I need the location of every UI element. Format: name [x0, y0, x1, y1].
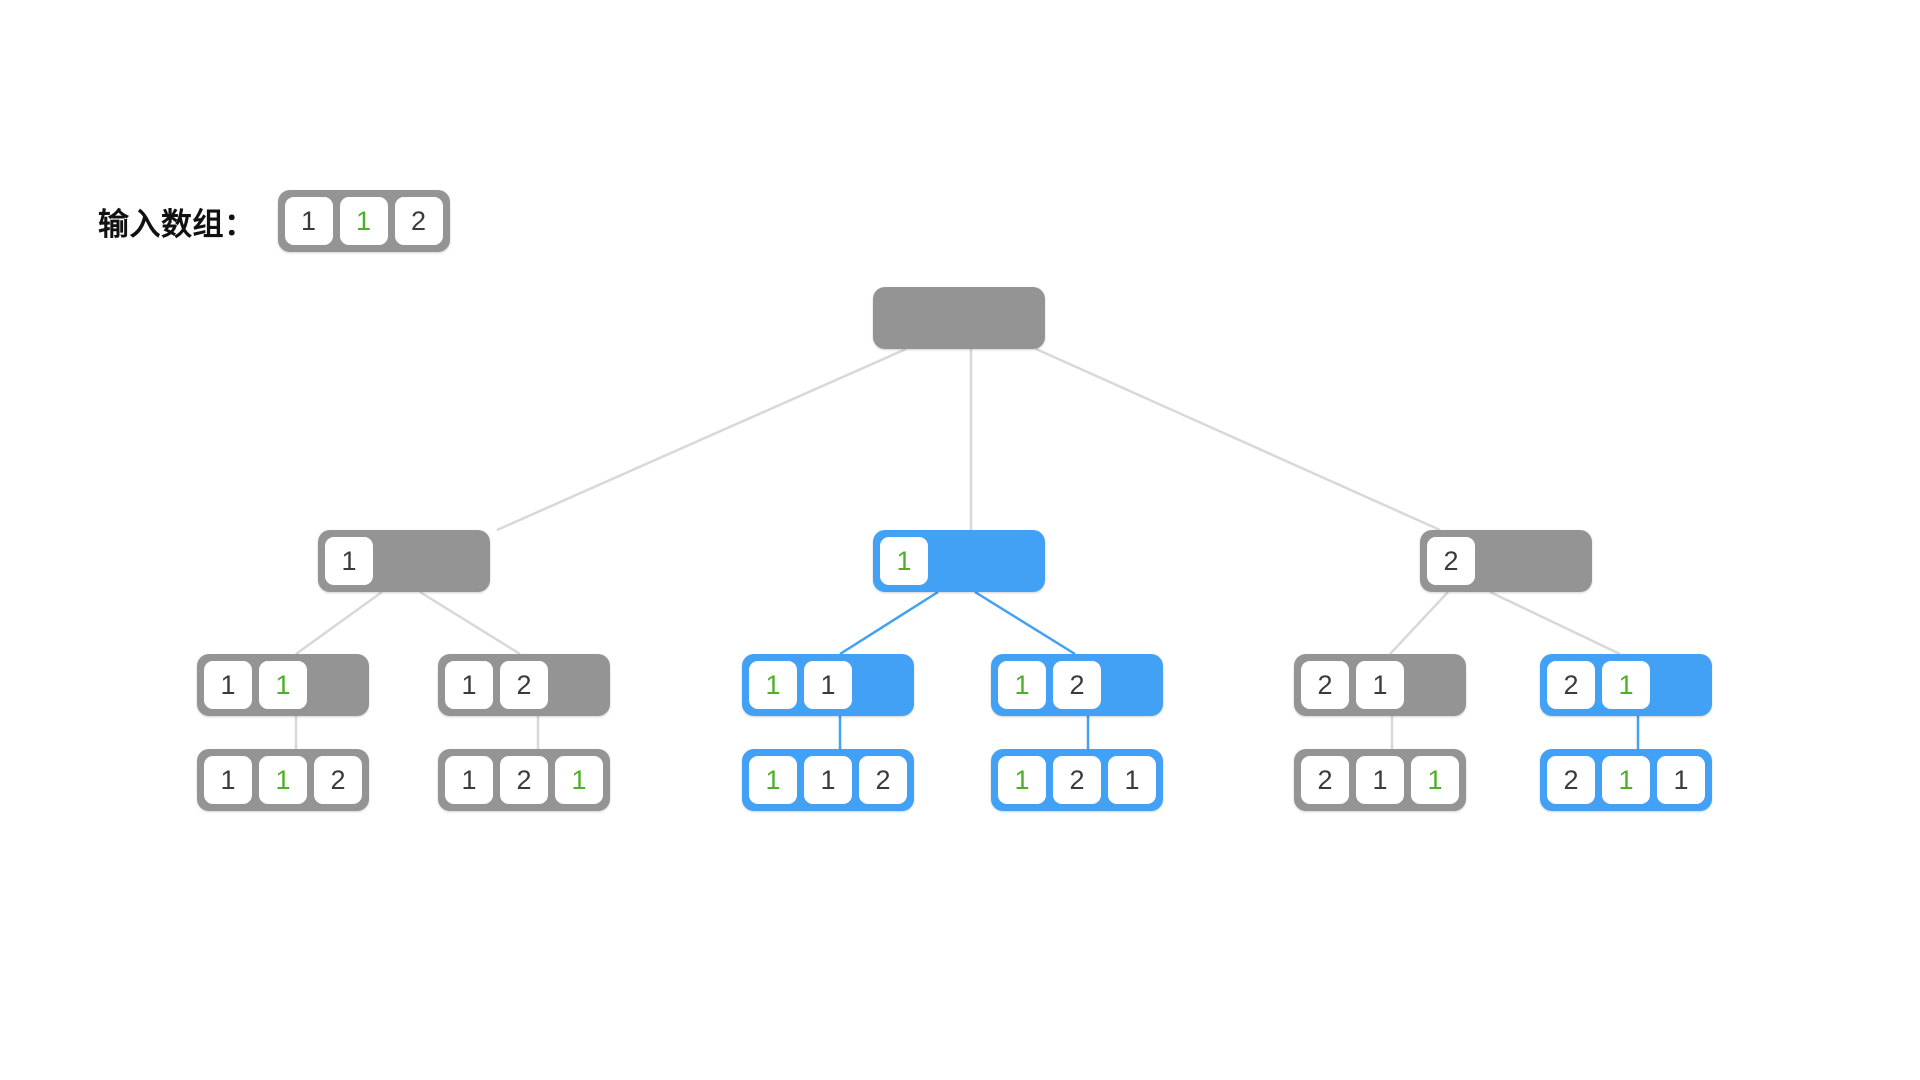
- node-level2-middle[interactable]: 1: [873, 530, 1045, 592]
- node-level2-left-pill: 1: [318, 530, 490, 592]
- array-cell: 2: [1547, 756, 1595, 804]
- array-cell: 2: [1547, 661, 1595, 709]
- array-cell-duplicate: 1: [1602, 661, 1650, 709]
- array-cell-duplicate: 1: [1602, 756, 1650, 804]
- array-cell: 1: [204, 661, 252, 709]
- array-cell-duplicate: 1: [998, 661, 1046, 709]
- array-cell: 1: [284, 197, 333, 245]
- array-cell: 1: [1108, 756, 1156, 804]
- link-level2-middle-to-level3-3: [839, 590, 939, 656]
- array-cell: 1: [204, 756, 252, 804]
- array-cell: 1: [804, 756, 852, 804]
- array-cell: 2: [1301, 661, 1349, 709]
- array-cell-duplicate: 1: [749, 661, 797, 709]
- array-cell: 1: [804, 661, 852, 709]
- array-cell-duplicate: 1: [339, 197, 388, 245]
- array-cell: 1: [325, 537, 373, 585]
- array-cell-duplicate: 1: [998, 756, 1046, 804]
- input-array-label: 输入数组：: [98, 206, 256, 242]
- node-level2-right[interactable]: 2: [1420, 530, 1592, 592]
- link-level2-right-to-level3-6: [1489, 590, 1621, 656]
- link-level2-right-to-level3-5: [1389, 591, 1449, 655]
- array-cell-duplicate: 1: [555, 756, 603, 804]
- array-cell: 2: [500, 661, 548, 709]
- link-level2-middle-to-level3-4: [974, 590, 1076, 656]
- link-level2-left-to-level3-1: [295, 590, 383, 656]
- array-cell-duplicate: 1: [259, 756, 307, 804]
- node-level2-right-pill: 2: [1420, 530, 1592, 592]
- link-root-to-level2-right: [1035, 347, 1441, 532]
- array-cell-duplicate: 1: [259, 661, 307, 709]
- array-cell-duplicate: 1: [880, 537, 928, 585]
- array-cell-duplicate: 1: [1411, 756, 1459, 804]
- node-level2-middle-pill: 1: [873, 530, 1045, 592]
- root-node-pill: [873, 287, 1045, 349]
- array-cell: 2: [500, 756, 548, 804]
- array-cell: 2: [859, 756, 907, 804]
- link-level2-left-to-level3-2: [419, 590, 521, 656]
- array-cell: 2: [394, 197, 443, 245]
- array-cell: 1: [445, 756, 493, 804]
- array-cell: 1: [1356, 661, 1404, 709]
- array-cell-duplicate: 1: [749, 756, 797, 804]
- array-cell: 2: [1301, 756, 1349, 804]
- array-cell: 2: [1053, 756, 1101, 804]
- array-cell: 1: [1657, 756, 1705, 804]
- array-cell: 1: [1356, 756, 1404, 804]
- node-level2-left[interactable]: 1: [318, 530, 490, 592]
- link-root-to-level2-left: [496, 347, 907, 532]
- array-cell: 2: [1427, 537, 1475, 585]
- array-cell: 2: [314, 756, 362, 804]
- root-node[interactable]: [873, 287, 1045, 349]
- array-cell: 2: [1053, 661, 1101, 709]
- array-cell: 1: [445, 661, 493, 709]
